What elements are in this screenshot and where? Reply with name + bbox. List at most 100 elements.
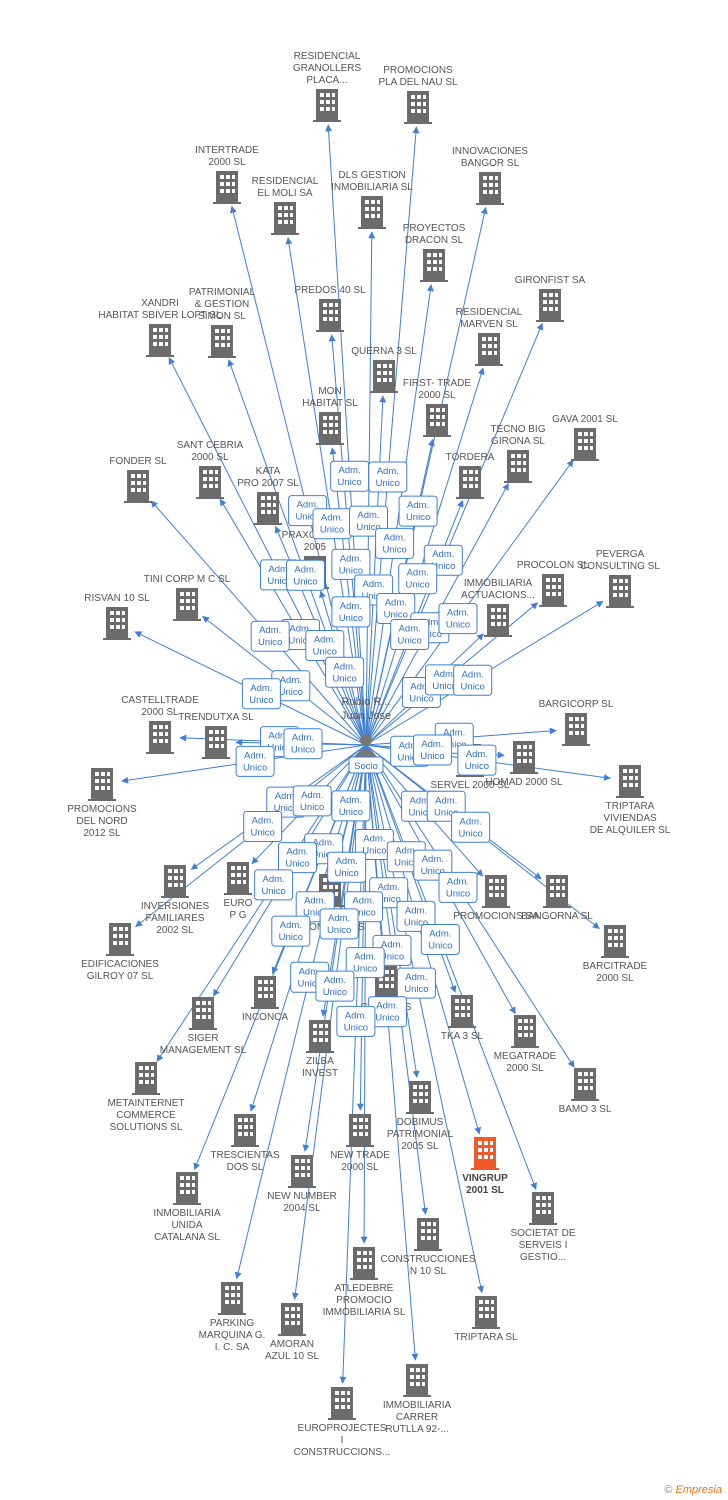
company-node[interactable]: EUROPROJECTESICONSTRUCCIONS... xyxy=(294,1387,391,1458)
company-node[interactable]: PROMOCIONS SA xyxy=(453,875,539,922)
company-node[interactable]: RESIDENCIALGRANOLLERSPLACA... xyxy=(293,51,362,122)
relationship-badge[interactable]: Adm.Unico xyxy=(420,924,460,955)
relationship-badge[interactable]: Adm.Unico xyxy=(368,461,408,493)
relationship-badge[interactable]: Adm.Unico xyxy=(271,670,311,702)
company-node[interactable]: IMMOBILIARIAACTUACIONS... xyxy=(461,578,535,637)
relationship-badge[interactable]: Adm.Unico xyxy=(354,829,394,860)
company-node[interactable]: SERVEL 2000 SL xyxy=(431,744,510,791)
relationship-badge[interactable]: Adm.Unico xyxy=(396,967,436,999)
relationship-badge[interactable]: Adm.Unico xyxy=(315,970,355,1002)
company-node[interactable]: QUERNA 3 SL xyxy=(351,346,417,393)
relationship-badge[interactable]: Adm.Unico xyxy=(243,811,283,842)
relationship-badge[interactable]: Adm.Unico xyxy=(336,1005,376,1037)
relationship-badge[interactable]: Adm.Unico xyxy=(235,745,275,777)
relationship-badge[interactable]: Adm.Unico xyxy=(451,811,491,843)
relationship-badge[interactable]: Adm.Unico xyxy=(292,785,332,817)
relationship-badge[interactable]: Adm.Unico xyxy=(286,559,325,591)
relationship-badge[interactable]: Adm.Unico xyxy=(283,728,323,760)
relationship-badge[interactable]: Adm.Unico xyxy=(278,842,317,874)
relationship-badge[interactable]: Adm.Unico xyxy=(327,851,367,883)
relationship-badge[interactable]: Adm.Unico xyxy=(331,548,371,580)
relationship-badge[interactable]: Adm.Unico xyxy=(250,620,290,652)
company-node[interactable]: BANGORNA SL xyxy=(521,875,593,922)
relationship-badge[interactable]: Adm.Unico xyxy=(331,596,371,628)
company-node[interactable]: TKA 3 SL xyxy=(441,995,484,1042)
company-node[interactable]: INCONCA xyxy=(242,976,288,1023)
company-node[interactable]: TINI CORP M C SL xyxy=(144,574,231,621)
relationship-badge[interactable]: Adm.Unico xyxy=(254,869,294,901)
company-node[interactable]: BAMO 3 SL xyxy=(559,1068,612,1115)
relationship-badge[interactable]: Adm.Unico xyxy=(305,630,345,661)
relationship-badge[interactable]: Adm.Unico xyxy=(271,915,311,947)
company-node[interactable]: GAVA 2001 SL xyxy=(552,414,618,461)
relationship-badge[interactable]: Adm.Unico xyxy=(398,563,438,595)
company-node[interactable]: EUROP G xyxy=(224,862,253,921)
company-node[interactable]: HOMAD 2000 SL xyxy=(485,741,563,788)
relationship-badge[interactable]: Adm.Unico xyxy=(345,947,385,979)
relationship-badge[interactable]: Adm.Unico xyxy=(438,603,478,635)
company-node[interactable]: FONDER SL xyxy=(109,456,167,503)
relationship-badge[interactable]: Adm.Unico xyxy=(367,996,407,1028)
company-node[interactable]: RISVAN 10 SL xyxy=(84,593,150,640)
company-node[interactable]: TRENDUTXA SL xyxy=(178,712,254,759)
relationship-badge[interactable]: Adm.Unico xyxy=(331,790,371,822)
relationship-badge[interactable]: Adm.Unico xyxy=(438,871,478,903)
company-node[interactable]: BARGICORP SL xyxy=(539,699,614,746)
socio-badge[interactable]: Socio xyxy=(348,756,384,774)
company-node[interactable]: TRIPTARA SL xyxy=(454,1296,518,1343)
company-node[interactable]: GIRONFIST SA xyxy=(515,275,586,322)
relationship-badge[interactable]: Adm.Unico xyxy=(457,744,497,776)
relationship-badge[interactable]: Adm.Unico xyxy=(396,900,436,932)
company-node[interactable]: TORDERA xyxy=(446,452,495,499)
relationship-badge[interactable]: Adm.Unico xyxy=(330,460,370,492)
relationship-badge[interactable]: Adm.Unico xyxy=(241,678,281,710)
company-node[interactable]: PREDOS 40 SL xyxy=(294,285,366,332)
footer-brand[interactable]: © Empresia xyxy=(664,1484,722,1496)
company-node[interactable]: PROCOLON SL xyxy=(517,560,590,607)
relationship-badge[interactable]: Adm.Unico xyxy=(398,495,438,527)
relationship-badge[interactable]: Adm.Unico xyxy=(390,619,430,650)
relationship-badge[interactable]: Adm.Unico xyxy=(453,664,493,696)
relationship-badge[interactable]: Adm.Unico xyxy=(375,527,415,559)
relationship-badge[interactable]: Adm.Unico xyxy=(319,908,359,940)
relationship-badge[interactable]: Adm.Unico xyxy=(412,734,452,766)
